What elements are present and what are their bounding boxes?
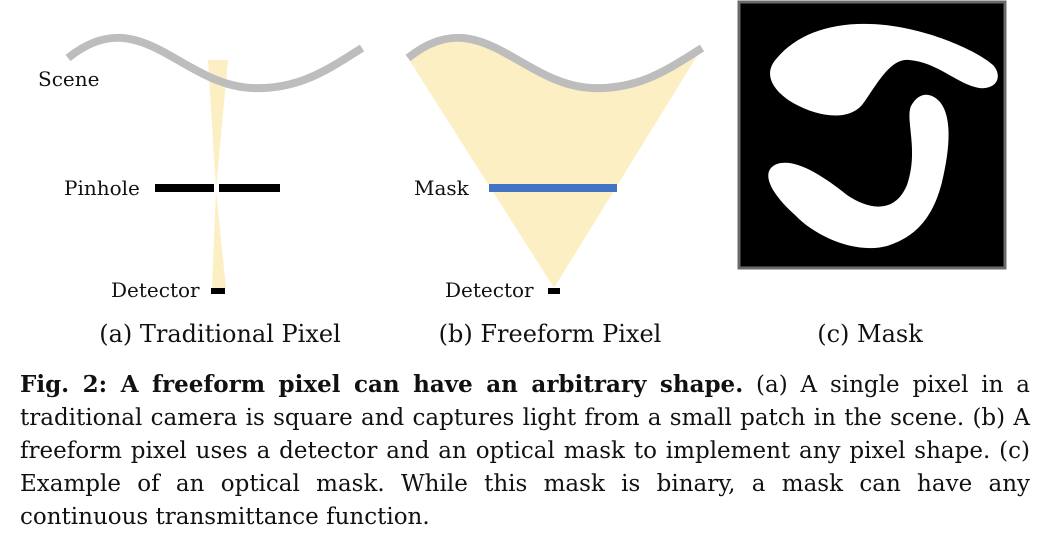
subcaption-b: (b) Freeform Pixel	[438, 320, 662, 348]
pinhole-label: Pinhole	[64, 176, 140, 200]
detector-label: Detector	[111, 278, 200, 302]
scene-label: Scene	[38, 67, 99, 91]
panel-freeform-pixel: Mask Detector	[405, 33, 705, 302]
figure-row: Scene Pinhole Detector Mask Detector (a)…	[38, 0, 1007, 348]
mask-label: Mask	[414, 176, 470, 200]
pinhole-bar-right	[219, 184, 280, 192]
panel-mask	[737, 0, 1007, 270]
pinhole-bar-left	[155, 184, 214, 192]
detector	[211, 288, 225, 294]
scene-curve	[65, 33, 365, 93]
mask-shape-top	[770, 23, 998, 116]
mask-shape-bottom	[768, 94, 949, 249]
detector-label: Detector	[445, 278, 534, 302]
panel-traditional-pixel: Scene Pinhole Detector	[38, 33, 365, 302]
subcaption-c: (c) Mask	[817, 320, 923, 348]
scene-curve	[405, 33, 705, 93]
light-cone	[208, 60, 228, 288]
detector	[548, 288, 560, 294]
caption-body: (a) A single pixel in a traditional came…	[20, 372, 1030, 530]
mask-bar	[489, 184, 617, 192]
caption-lead: Fig. 2: A freeform pixel can have an arb…	[20, 371, 744, 398]
light-cone	[408, 37, 702, 289]
figure-caption: Fig. 2: A freeform pixel can have an arb…	[20, 368, 1030, 534]
subcaption-a: (a) Traditional Pixel	[99, 320, 341, 348]
